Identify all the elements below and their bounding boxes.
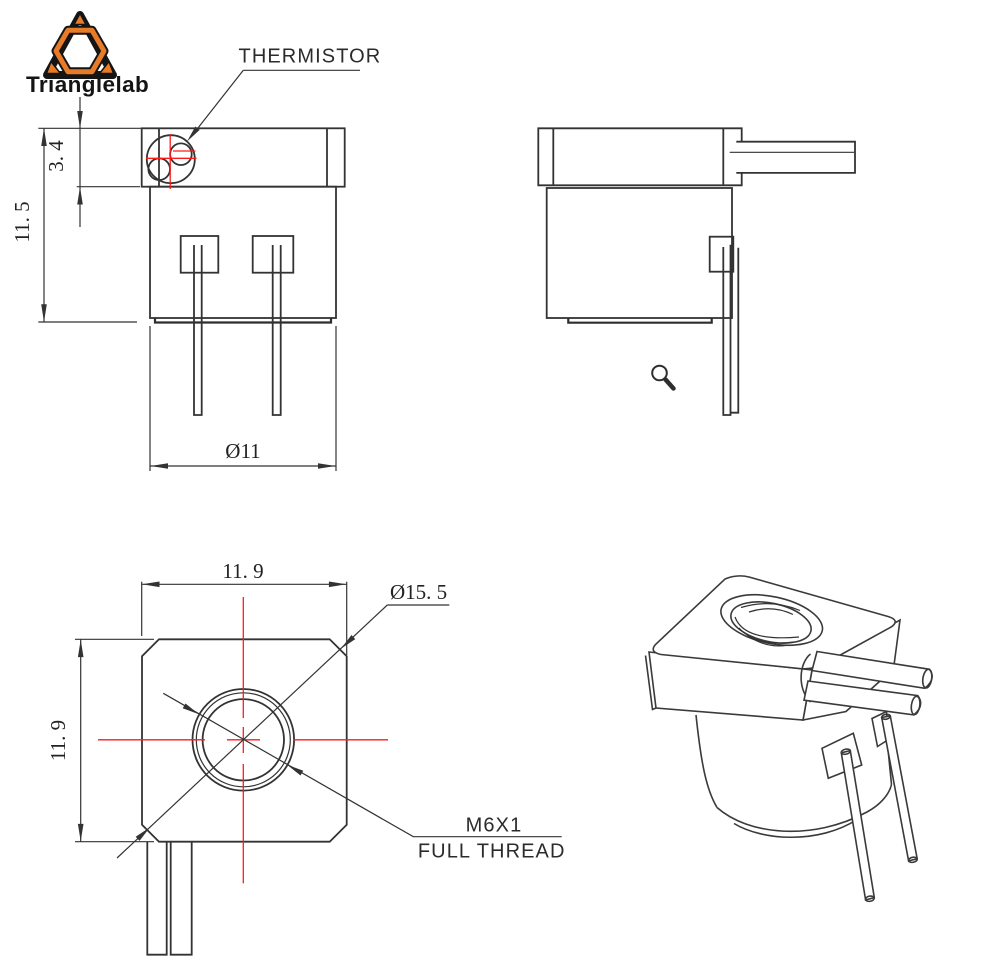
dim-corner-diameter: Ø15. 5	[390, 580, 447, 604]
front-view: THERMISTOR 11. 5 3. 4 Ø11	[10, 46, 382, 471]
dim-arrow	[77, 111, 83, 129]
iso-pin-upper-end	[921, 668, 933, 689]
logo-top-corner-icon	[73, 12, 87, 26]
dim-arrow	[150, 463, 168, 469]
iso-threaded-hole	[720, 594, 824, 647]
front-wire-right	[271, 245, 282, 416]
top-centerlines	[98, 597, 388, 884]
logo-hexagon-icon	[53, 27, 107, 75]
thermistor-leader-arrow	[187, 126, 200, 142]
trianglelab-logo: Trianglelab	[26, 11, 149, 97]
dim-arrow	[142, 581, 160, 588]
dim-arrow	[182, 703, 199, 715]
front-wire-left	[193, 245, 203, 416]
dim-arrow	[77, 187, 83, 205]
iso-wire-right-end	[880, 713, 892, 721]
front-base-lip	[153, 318, 333, 324]
logo-right-corner-icon	[98, 60, 115, 75]
thread-spec-label: M6X1	[466, 815, 523, 837]
dim-arrow	[328, 581, 347, 588]
side-pad	[708, 235, 735, 273]
magnifier-icon	[651, 364, 676, 391]
dim-arrow	[287, 764, 304, 776]
dim-arrow	[318, 463, 336, 469]
dim-cap-height: 3. 4	[44, 140, 68, 172]
side-wire-back	[730, 247, 740, 414]
top-square-outline	[141, 638, 348, 843]
side-base-lip	[567, 318, 713, 324]
side-view	[537, 127, 856, 416]
thermistor-leader-line	[190, 69, 244, 138]
top-wire-left	[146, 841, 168, 956]
iso-wire-right-tip	[907, 856, 919, 864]
side-body	[545, 187, 733, 319]
side-cap	[537, 127, 743, 187]
iso-wire-front-tip	[864, 895, 876, 903]
dim-arrow	[41, 304, 47, 322]
dim-body-diameter: Ø11	[225, 439, 260, 463]
logo-left-corner-icon	[45, 60, 62, 75]
top-view: 11. 9 11. 9 Ø15. 5 M6X1 FULL THREAD	[46, 559, 566, 956]
dim-arrow	[341, 635, 356, 649]
iso-pin-lower-end	[910, 695, 921, 716]
top-wire-right	[169, 841, 193, 956]
iso-wire-front-end	[840, 748, 852, 756]
dim-arrow	[41, 128, 47, 146]
iso-cap-left-sliver	[644, 655, 657, 711]
iso-cap-top-face	[652, 575, 896, 670]
dim-total-height: 11. 5	[10, 201, 34, 242]
thread-note-label: FULL THREAD	[418, 841, 566, 863]
dim-width: 11. 9	[222, 559, 263, 583]
dim-arrow	[77, 823, 84, 842]
dim-arrow	[77, 639, 84, 658]
dim-height: 11. 9	[46, 720, 70, 761]
thermistor-label: THERMISTOR	[239, 46, 382, 68]
isometric-view	[644, 575, 933, 903]
logo-text: Trianglelab	[26, 72, 149, 97]
side-wire-front	[722, 244, 732, 416]
front-pad-left	[179, 235, 220, 274]
side-heater-rod	[736, 140, 856, 174]
dim-arrow	[135, 827, 150, 841]
thread-callout-leader	[163, 692, 562, 838]
front-body	[149, 185, 337, 319]
